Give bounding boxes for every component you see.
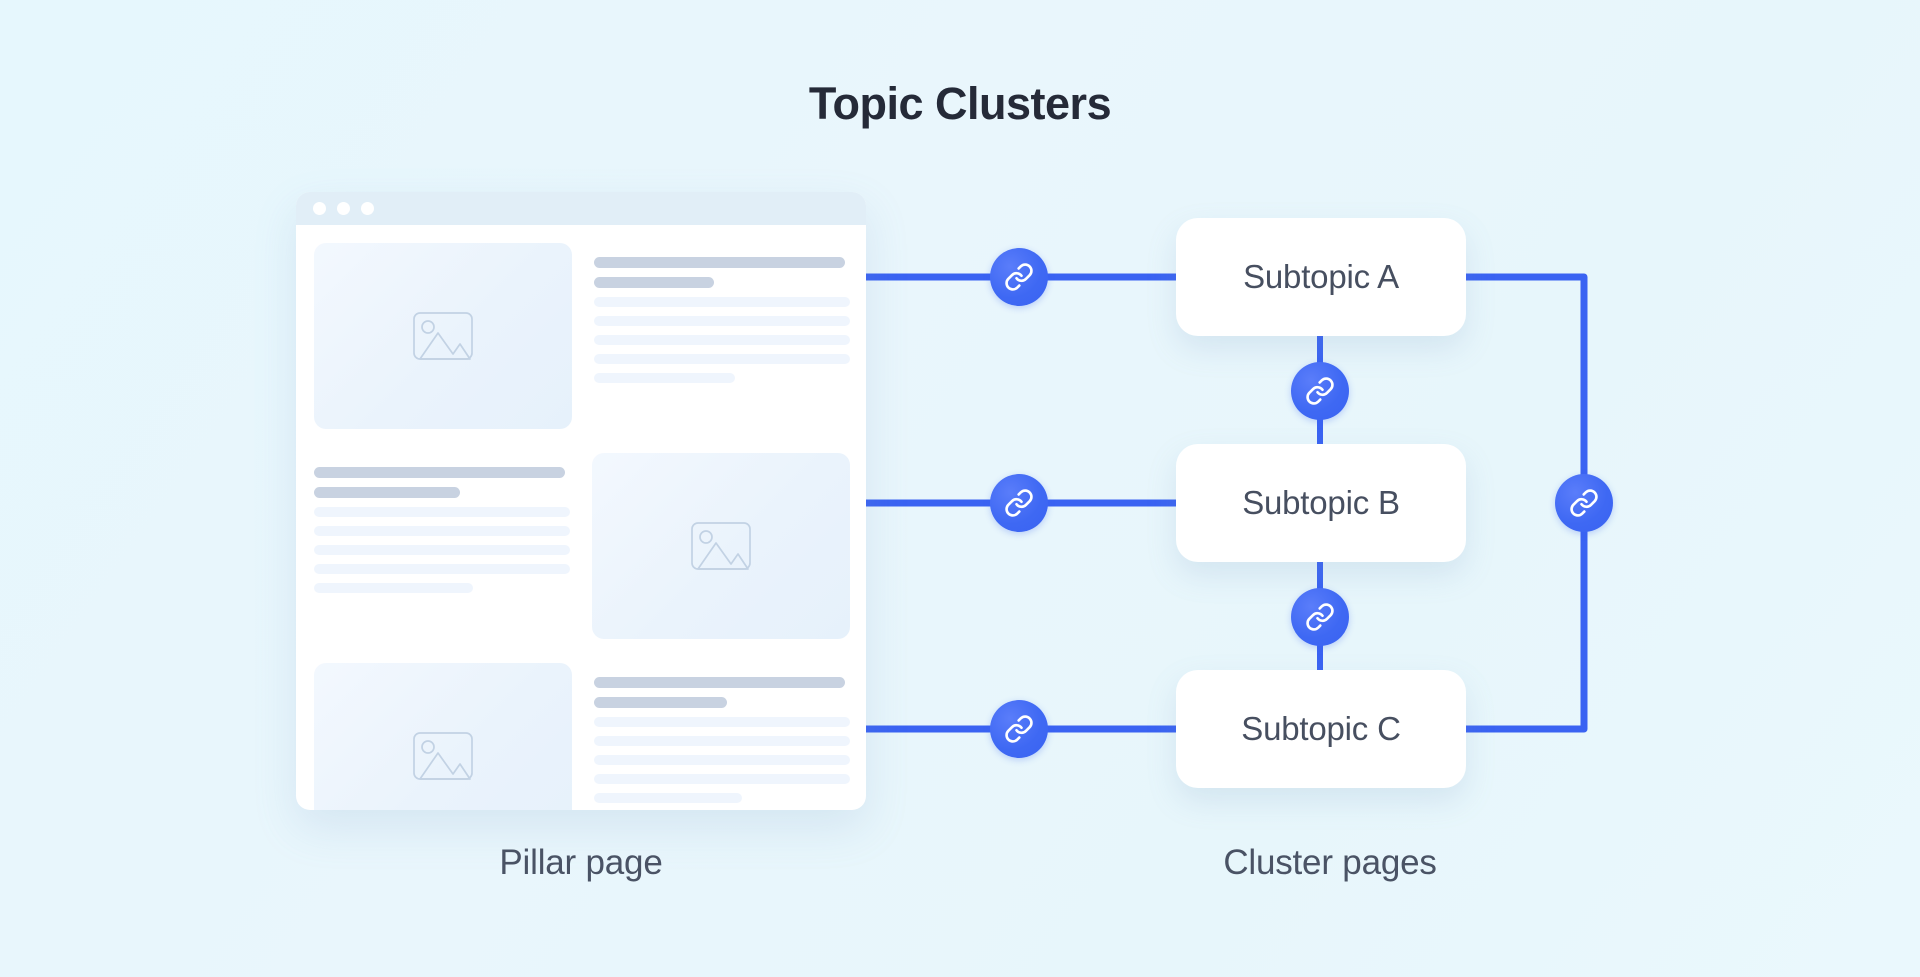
subtopic-card-label: Subtopic A bbox=[1243, 258, 1399, 295]
skeleton-body-bar bbox=[314, 507, 570, 517]
image-placeholder-block bbox=[314, 663, 572, 810]
link-icon bbox=[1005, 489, 1033, 517]
link-icon bbox=[1005, 263, 1033, 291]
link-icon bbox=[1306, 603, 1334, 631]
skeleton-body-bar bbox=[594, 736, 850, 746]
skeleton-heading-bar bbox=[594, 697, 728, 708]
skeleton-body-bar bbox=[594, 297, 850, 307]
link-badge-pillar-to-b[interactable] bbox=[990, 474, 1048, 532]
text-skeleton-block bbox=[314, 453, 570, 593]
skeleton-body-bar bbox=[314, 583, 473, 593]
content-row bbox=[314, 453, 850, 639]
browser-titlebar bbox=[296, 192, 866, 225]
skeleton-body-bar bbox=[314, 545, 570, 555]
dot-minimize-icon[interactable] bbox=[337, 202, 350, 215]
content-row bbox=[314, 663, 850, 810]
skeleton-heading-bar bbox=[594, 277, 715, 288]
link-icon bbox=[1306, 377, 1334, 405]
caption-pillar-page: Pillar page bbox=[499, 843, 663, 882]
dot-close-icon[interactable] bbox=[313, 202, 326, 215]
link-badge-a-to-c[interactable] bbox=[1555, 474, 1613, 532]
skeleton-body-bar bbox=[314, 526, 570, 536]
pillar-page-browser-mock bbox=[296, 192, 866, 810]
link-badge-pillar-to-c[interactable] bbox=[990, 700, 1048, 758]
link-badge-a-to-b[interactable] bbox=[1291, 362, 1349, 420]
skeleton-body-bar bbox=[594, 774, 850, 784]
skeleton-body-bar bbox=[594, 373, 735, 383]
subtopic-card-label: Subtopic C bbox=[1241, 710, 1401, 747]
skeleton-body-bar bbox=[594, 354, 850, 364]
subtopic-card-c[interactable]: Subtopic C bbox=[1176, 670, 1466, 788]
subtopic-card-label: Subtopic B bbox=[1242, 484, 1400, 521]
link-icon bbox=[1570, 489, 1598, 517]
image-placeholder-icon bbox=[413, 732, 473, 780]
link-badge-b-to-c[interactable] bbox=[1291, 588, 1349, 646]
caption-cluster-pages: Cluster pages bbox=[1223, 843, 1437, 882]
link-badge-pillar-to-a[interactable] bbox=[990, 248, 1048, 306]
skeleton-heading-bar bbox=[594, 677, 845, 688]
image-placeholder-icon bbox=[413, 312, 473, 360]
skeleton-body-bar bbox=[594, 793, 743, 803]
content-row bbox=[314, 243, 850, 429]
skeleton-body-bar bbox=[594, 316, 850, 326]
text-skeleton-block bbox=[594, 663, 850, 803]
image-placeholder-block bbox=[592, 453, 850, 639]
image-placeholder-block bbox=[314, 243, 572, 429]
image-placeholder-icon bbox=[691, 522, 751, 570]
subtopic-card-a[interactable]: Subtopic A bbox=[1176, 218, 1466, 336]
skeleton-body-bar bbox=[594, 717, 850, 727]
skeleton-body-bar bbox=[594, 755, 850, 765]
skeleton-heading-bar bbox=[314, 487, 460, 498]
skeleton-body-bar bbox=[594, 335, 850, 345]
subtopic-card-b[interactable]: Subtopic B bbox=[1176, 444, 1466, 562]
dot-maximize-icon[interactable] bbox=[361, 202, 374, 215]
skeleton-body-bar bbox=[314, 564, 570, 574]
page-title: Topic Clusters bbox=[808, 78, 1112, 129]
link-icon bbox=[1005, 715, 1033, 743]
text-skeleton-block bbox=[594, 243, 850, 383]
skeleton-heading-bar bbox=[594, 257, 845, 268]
browser-content bbox=[296, 225, 866, 810]
skeleton-heading-bar bbox=[314, 467, 565, 478]
